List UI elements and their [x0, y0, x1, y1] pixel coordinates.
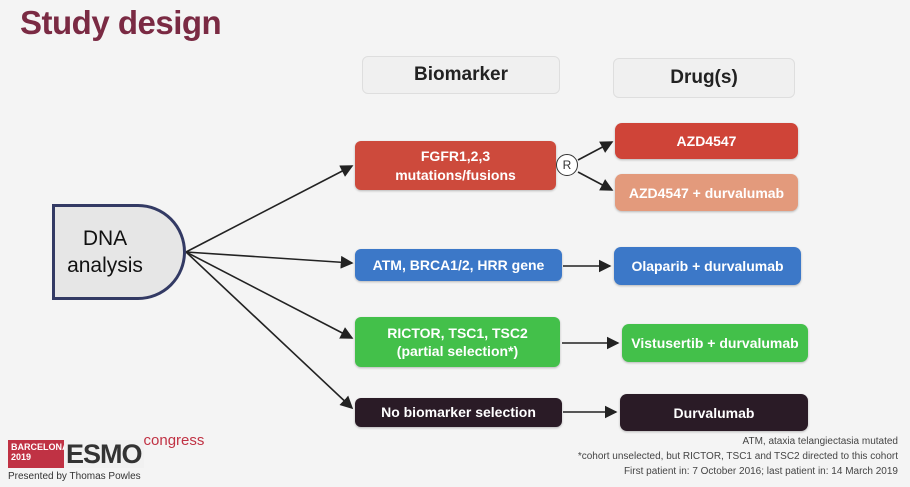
logo-year: 2019 [11, 452, 32, 463]
logo-city: BARCELONA [11, 442, 69, 452]
presenter-credit: Presented by Thomas Powles [8, 471, 141, 482]
biomarker-atm-box: ATM, BRCA1/2, HRR gene [355, 249, 562, 281]
biomarker-column-header: Biomarker [362, 56, 560, 94]
biomarker-rictor-box: RICTOR, TSC1, TSC2 (partial selection*) [355, 317, 560, 367]
slide-title: Study design [20, 4, 222, 41]
footnote-atm: ATM, ataxia telangiectasia mutated [742, 436, 898, 447]
arrow-dna-to-nobiomarker [185, 251, 354, 410]
arrow-dna-to-fgfr [185, 165, 354, 253]
logo-brand: ESMO [64, 439, 144, 469]
biomarker-rictor-line2: (partial selection*) [396, 343, 519, 359]
drug-vistusertib-durvalumab: Vistusertib + durvalumab [622, 324, 808, 362]
footnote-enrollment: First patient in: 7 October 2016; last p… [623, 466, 898, 477]
logo-suffix: congress [143, 432, 205, 449]
randomization-node: R [556, 154, 578, 176]
dna-label-line2: analysis [67, 254, 143, 277]
biomarker-fgfr-box: FGFR1,2,3 mutations/fusions [355, 141, 556, 190]
biomarker-fgfr-line1: FGFR1,2,3 [420, 148, 491, 165]
arrow-dna-to-atm [185, 251, 354, 269]
biomarker-fgfr-line2: mutations/fusions [395, 166, 516, 183]
footnote-cohort: *cohort unselected, but RICTOR, TSC1 and… [577, 451, 898, 462]
arrow-r-to-azd [577, 141, 614, 161]
esmo-logo: BARCELONA 2019 ESMO congress [8, 432, 204, 469]
biomarker-none-box: No biomarker selection [355, 398, 562, 427]
drug-azd4547: AZD4547 [615, 123, 798, 159]
arrow-r-to-azd-durva [577, 171, 614, 191]
drug-durvalumab: Durvalumab [620, 394, 808, 431]
biomarker-rictor-line1: RICTOR, TSC1, TSC2 [387, 324, 528, 341]
drugs-column-header: Drug(s) [613, 58, 795, 98]
drug-azd4547-durvalumab: AZD4547 + durvalumab [615, 174, 798, 211]
drug-olaparib-durvalumab: Olaparib + durvalumab [614, 247, 801, 285]
arrow-dna-to-rictor [185, 251, 354, 339]
dna-label-line1: DNA [82, 226, 128, 250]
logo-city-badge: BARCELONA 2019 [8, 440, 69, 468]
dna-analysis-node: DNA analysis [52, 204, 186, 300]
